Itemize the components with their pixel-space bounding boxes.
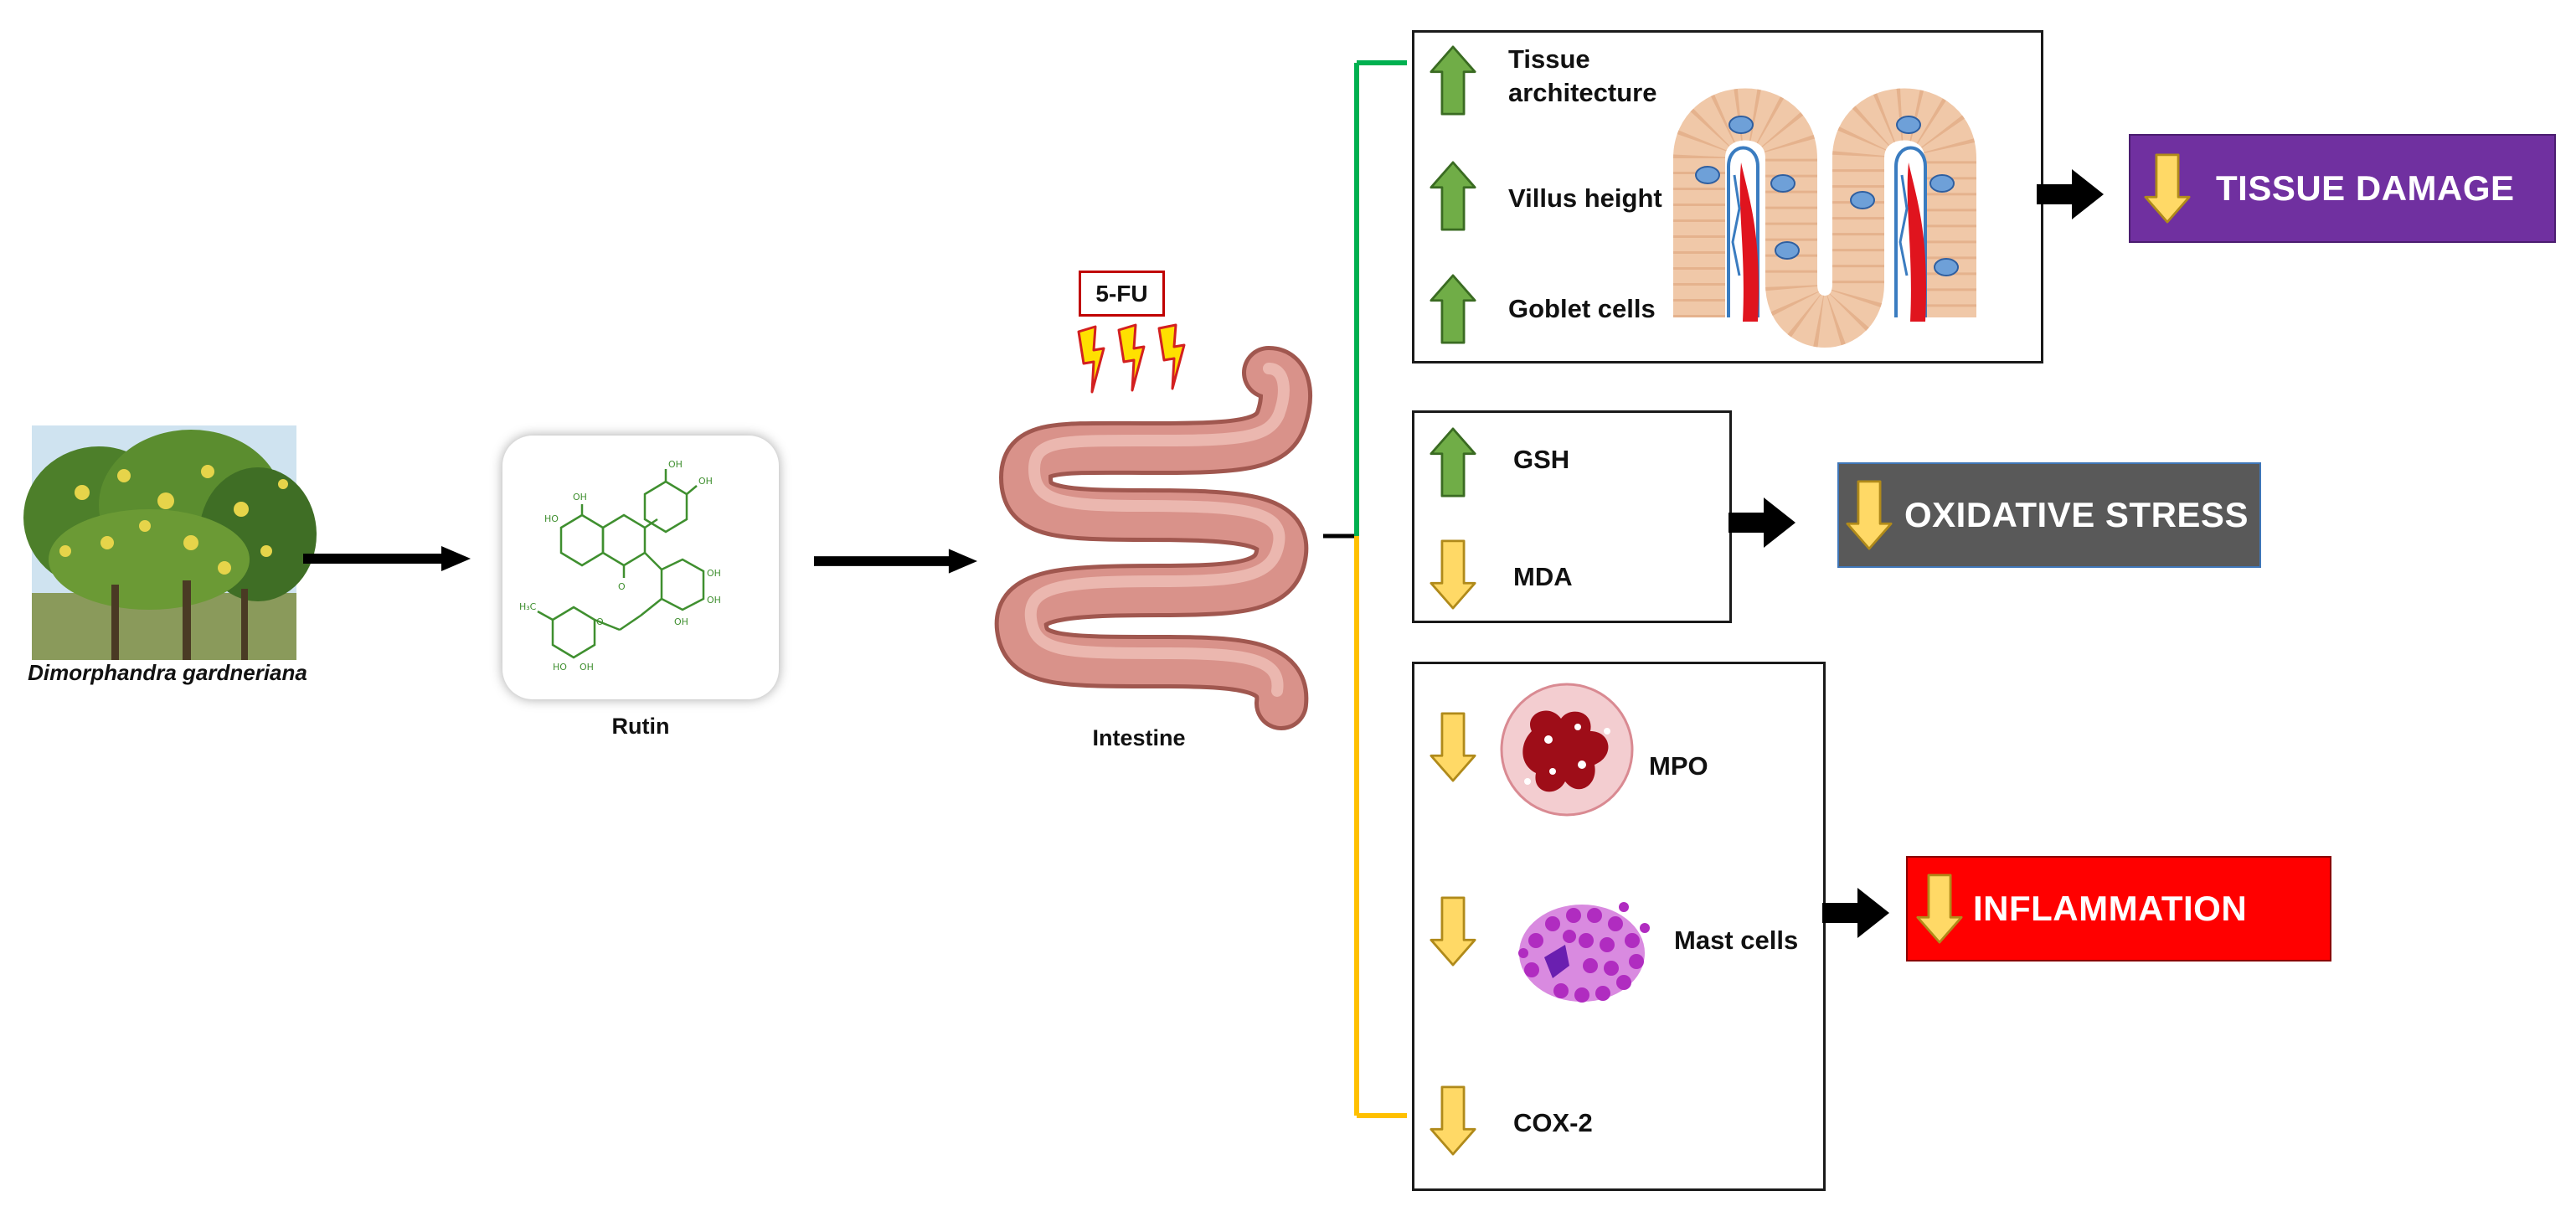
intestine-illustration [992, 346, 1312, 730]
cox2-label: COX-2 [1513, 1108, 1593, 1137]
svg-text:O: O [596, 616, 604, 627]
up-arrow-icon [1430, 274, 1476, 344]
goblet-cells-label: Goblet cells [1508, 294, 1656, 323]
svg-text:OH: OH [573, 492, 587, 503]
plant-photo [23, 425, 317, 660]
gsh-label: GSH [1513, 445, 1570, 474]
up-arrow-icon [1430, 45, 1476, 116]
down-arrow-icon [1430, 1085, 1476, 1156]
tissue-architecture-label-line2: architecture [1508, 78, 1657, 107]
oxidative-stress-label: OXIDATIVE STRESS [1904, 495, 2249, 534]
inflammation-outcome: INFLAMMATION [1906, 856, 2331, 961]
neutrophil-icon [1500, 683, 1634, 817]
svg-text:OH: OH [580, 662, 594, 673]
svg-text:HO: HO [553, 662, 567, 673]
tissue-architecture-label-line1: Tissue [1508, 44, 1590, 74]
mda-label: MDA [1513, 562, 1573, 591]
rutin-molecule: HO OH O OH OH OH OH OH H₃C HO OH O [519, 459, 721, 673]
svg-text:HO: HO [544, 513, 559, 524]
mast-cells-label: Mast cells [1674, 925, 1799, 955]
insult-5fu-badge: 5-FU [1079, 271, 1165, 317]
inflammation-label: INFLAMMATION [1973, 889, 2248, 928]
tissue-architecture-box: Tissue architecture Villus height Goblet… [1412, 30, 2043, 363]
flow-arrow-plant-to-rutin [303, 546, 471, 571]
rutin-caption: Rutin [611, 714, 670, 739]
fat-arrow-oxidative [1728, 498, 1795, 548]
down-arrow-icon [1846, 480, 1893, 550]
svg-text:OH: OH [698, 476, 713, 487]
svg-text:OH: OH [707, 568, 721, 579]
lightning-icon [1077, 323, 1186, 394]
oxidative-markers-box: GSH MDA [1412, 410, 1732, 623]
svg-text:OH: OH [674, 616, 688, 627]
villus-illustration [1673, 88, 1976, 348]
down-arrow-icon [1430, 712, 1476, 782]
up-arrow-icon [1430, 427, 1476, 498]
tissue-damage-label: TISSUE DAMAGE [2216, 168, 2515, 208]
inflammation-markers-box: MPO Mast cells COX-2 [1412, 662, 1826, 1191]
fat-arrow-inflammation [1822, 888, 1889, 938]
svg-text:OH: OH [707, 595, 721, 606]
down-arrow-icon [1916, 874, 1963, 944]
svg-text:OH: OH [668, 459, 683, 470]
mast-cell-icon [1518, 902, 1650, 1003]
tissue-architecture-label: Tissue architecture [1508, 43, 1656, 110]
svg-text:O: O [618, 581, 626, 592]
fat-arrow-tissue [2037, 169, 2104, 219]
intestine-caption: Intestine [1092, 725, 1186, 750]
branch-connector [1323, 60, 1407, 1118]
up-arrow-icon [1430, 161, 1476, 231]
svg-text:H₃C: H₃C [519, 601, 537, 612]
plant-caption: Dimorphandra gardneriana [28, 660, 307, 685]
villus-height-label: Villus height [1508, 183, 1662, 213]
oxidative-stress-outcome: OXIDATIVE STRESS [1837, 462, 2261, 568]
down-arrow-icon [2144, 153, 2191, 224]
mpo-label: MPO [1649, 751, 1708, 781]
rutin-structure-card: HO OH O OH OH OH OH OH H₃C HO OH O [502, 436, 779, 699]
insult-5fu-label: 5-FU [1095, 280, 1148, 307]
flow-arrow-rutin-to-intestine [814, 549, 977, 574]
tissue-damage-outcome: TISSUE DAMAGE [2129, 134, 2556, 243]
down-arrow-icon [1430, 539, 1476, 610]
down-arrow-icon [1430, 896, 1476, 967]
